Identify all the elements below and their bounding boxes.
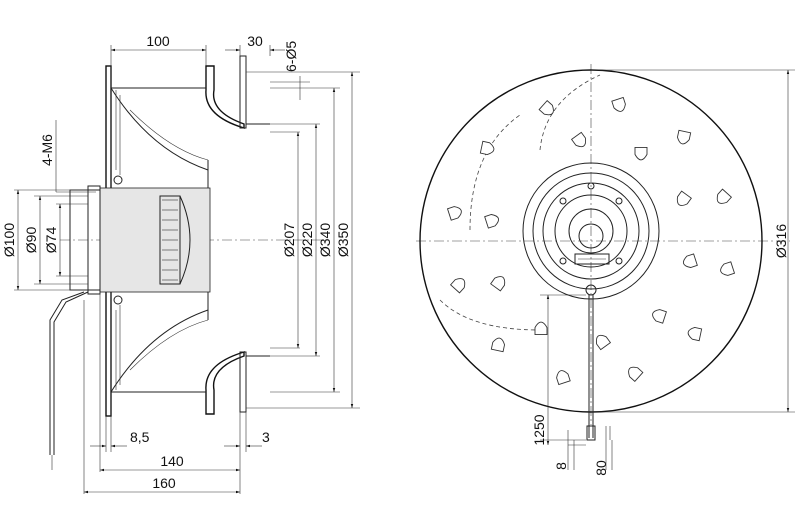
blade-tab bbox=[479, 140, 495, 155]
cable-gland bbox=[585, 284, 597, 296]
dim-d220: Ø220 bbox=[299, 223, 315, 257]
blade-tab bbox=[538, 99, 554, 116]
nameplate bbox=[574, 253, 610, 265]
blade-tab bbox=[490, 337, 505, 353]
inlet-ring-top bbox=[205, 65, 245, 129]
hidden-blade-1 bbox=[469, 114, 521, 231]
blade-tab bbox=[687, 327, 703, 342]
outlet-ring-top bbox=[239, 55, 247, 129]
dim-d350: Ø350 bbox=[335, 223, 351, 257]
blade-tab bbox=[449, 278, 466, 294]
dim-160: 160 bbox=[152, 475, 176, 491]
front-view: Ø316 1250 8 80 bbox=[416, 64, 795, 476]
dim-cable-length: 1250 bbox=[531, 414, 547, 445]
dim-d207: Ø207 bbox=[281, 223, 297, 257]
blade-tab bbox=[534, 321, 548, 336]
blade-tab bbox=[446, 206, 462, 221]
hidden-blade-2 bbox=[539, 74, 601, 151]
dim-holes: 6-Ø5 bbox=[283, 41, 299, 72]
blade-tab bbox=[556, 370, 571, 386]
blade-tab bbox=[628, 366, 644, 383]
blade-tab bbox=[720, 261, 736, 276]
side-view: 100 30 6-Ø5 Ø207 Ø220 Ø340 Ø350 bbox=[1, 33, 360, 494]
motor-housing bbox=[99, 187, 211, 293]
blade-tab bbox=[676, 190, 692, 206]
dim-thread: 4-M6 bbox=[39, 134, 55, 166]
blade-tab bbox=[570, 131, 587, 148]
dim-3: 3 bbox=[262, 429, 270, 445]
blade-tab bbox=[652, 309, 667, 324]
blade-tab bbox=[595, 334, 612, 351]
inlet-ring-bottom bbox=[205, 351, 245, 415]
dim-d90: Ø90 bbox=[23, 227, 39, 254]
outlet-ring-bottom bbox=[239, 351, 247, 413]
dim-140: 140 bbox=[160, 453, 184, 469]
dim-100: 100 bbox=[146, 33, 170, 49]
blade-tab bbox=[611, 96, 626, 112]
screw-bottom bbox=[113, 295, 123, 305]
dim-d316: Ø316 bbox=[773, 224, 789, 258]
hub-outer bbox=[522, 162, 660, 300]
blade-tab bbox=[677, 129, 692, 145]
dim-d100: Ø100 bbox=[1, 223, 17, 257]
dim-d74: Ø74 bbox=[43, 227, 59, 254]
shaft-hole bbox=[578, 223, 604, 249]
dim-cable-80: 80 bbox=[593, 460, 609, 476]
dim-d340: Ø340 bbox=[317, 223, 333, 257]
cable-side bbox=[49, 291, 85, 455]
dim-cable-8: 8 bbox=[553, 462, 569, 470]
hidden-blade-3 bbox=[439, 299, 541, 331]
blade-tab bbox=[634, 146, 648, 161]
blade-tab bbox=[490, 276, 506, 292]
motor-fins bbox=[162, 199, 178, 281]
screw-top bbox=[113, 175, 123, 185]
dim-30: 30 bbox=[247, 33, 263, 49]
blade-tab bbox=[716, 188, 733, 204]
blade-tab bbox=[484, 214, 500, 229]
blade-tab bbox=[682, 253, 698, 268]
dim-8-5: 8,5 bbox=[130, 429, 150, 445]
